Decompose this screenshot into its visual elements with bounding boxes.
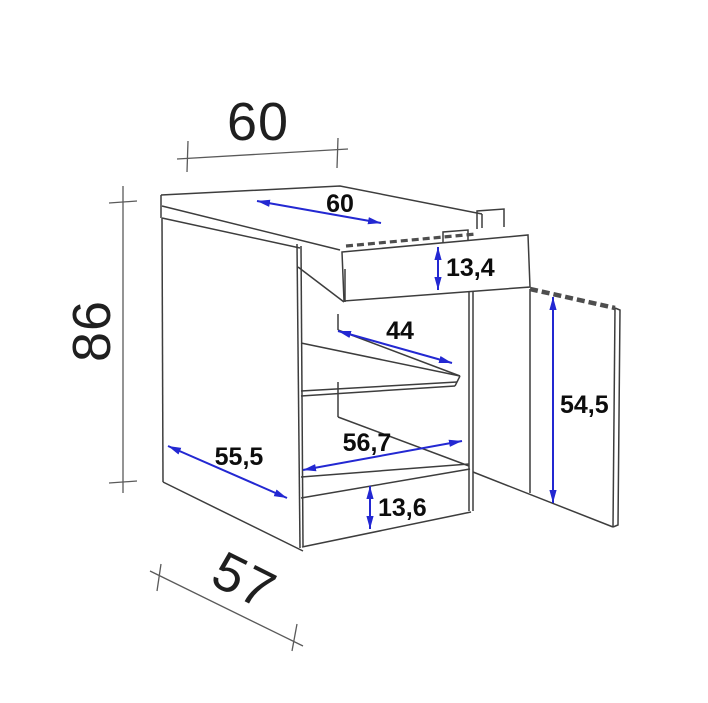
- dim-label-plinth-height: 13,6: [378, 494, 427, 522]
- door-thickness-edge: [612, 307, 621, 528]
- height-dimension-line-left: [108, 186, 138, 493]
- door: [472, 289, 621, 528]
- plinth-bottom-edge: [301, 511, 472, 548]
- door-bottom-edge: [472, 471, 614, 528]
- door-top-edge-dashed: [529, 286, 616, 311]
- depth-dimension-line-bottom: [149, 563, 304, 652]
- dim-label-height-left: 86: [62, 300, 122, 362]
- dim-label-side-panel-depth: 55,5: [215, 443, 264, 471]
- dim-label-worktop-depth: 60: [326, 190, 354, 218]
- interior-width-arrow: [302, 439, 463, 472]
- internal-dimension-arrows: [167, 199, 557, 529]
- door-right-edge: [612, 307, 616, 528]
- countertop: [160, 185, 483, 251]
- dim-label-interior-width: 56,7: [343, 429, 392, 457]
- dim-label-shelf-depth: 44: [386, 317, 414, 345]
- drawer-runner-right: [476, 208, 505, 229]
- external-dimension-lines: [108, 137, 349, 652]
- shelf-depth-arrow: [337, 330, 453, 364]
- plinth-top-edge: [300, 468, 471, 499]
- worktop-depth-arrow: [256, 199, 382, 225]
- dim-label-door-height: 54,5: [560, 391, 609, 419]
- drawer: [341, 208, 531, 302]
- side-panel: [161, 217, 304, 552]
- dim-label-width-top: 60: [227, 92, 289, 152]
- side-panel-depth-arrow: [167, 445, 288, 499]
- countertop-hidden-edge-dashed: [345, 232, 477, 248]
- width-dimension-line-top: [176, 137, 349, 173]
- dim-label-drawer-height: 13,4: [446, 254, 495, 282]
- dim-label-depth-bottom: 57: [203, 540, 285, 621]
- drawer-front: [341, 234, 531, 302]
